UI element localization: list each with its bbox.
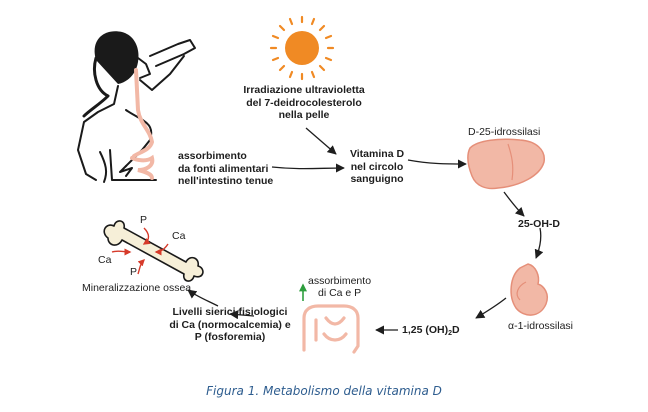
ion-ca-left-label: Ca [98,254,112,266]
metabolite-125oh-label: 1,25 (OH)2D [402,324,460,337]
intestine-icon [302,304,360,354]
vitamin-d-blood-label: Vitamina D nel circolo sanguigno [349,148,405,185]
bone-icon [103,220,204,282]
ion-ca-right-label: Ca [172,230,186,242]
digestive-tract-icon [130,68,155,180]
flow-arrows [187,127,544,335]
metabolite-25oh-label: 25-OH-D [518,218,561,230]
serum-levels-label: Livelli sierici fisiologici di Ca (normo… [169,306,291,343]
liver-enzyme-label: D-25-idrossilasi [468,126,541,138]
figure-caption: Figura 1. Metabolismo della vitamina D [206,384,442,398]
liver-icon [467,138,545,190]
gut-absorption-label: assorbimento di Ca e P [308,275,372,299]
dietary-absorption-label: assorbimento da fonti alimentari nell'in… [178,150,274,187]
ion-p-bottom-label: P [130,266,138,278]
kidney-enzyme-label: α-1-idrossilasi [508,320,573,332]
sun-icon [269,15,335,81]
ion-arrows [111,227,169,275]
kidney-icon [510,263,549,316]
woman-drinking-icon [77,31,196,183]
ion-p-top-label: P [140,214,148,226]
bone-mineralization-label: Mineralizzazione ossea [82,282,192,294]
uv-irradiation-label: Irradiazione ultravioletta del 7-deidroc… [243,84,365,121]
